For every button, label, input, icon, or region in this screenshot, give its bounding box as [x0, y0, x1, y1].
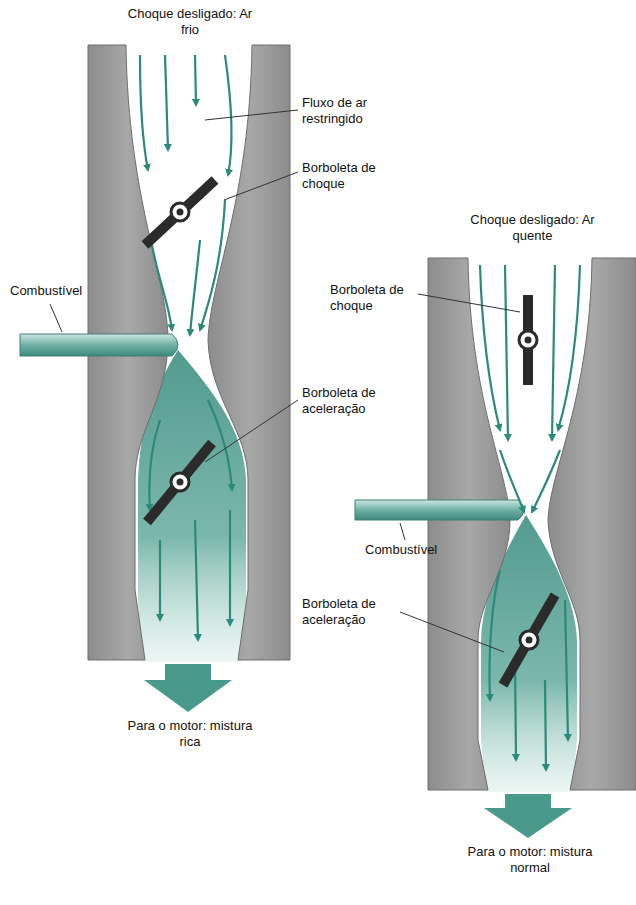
choke-plate [145, 180, 215, 245]
carburetor-wall [428, 258, 510, 790]
state-heading: Choque desligado: Ar quente [465, 212, 600, 244]
choke-plate [523, 295, 533, 385]
part-label: Borboleta de aceleração [302, 596, 398, 628]
carburetor-wall [208, 45, 290, 660]
carburetor-wall [548, 258, 636, 790]
part-label: Borboleta de choque [330, 282, 416, 314]
air-flow-arrows [480, 265, 580, 770]
part-label: Combustível [10, 283, 120, 299]
leader-lines [50, 110, 520, 652]
air-flow-arrows [140, 55, 232, 640]
choke-shaft [519, 331, 537, 349]
choke-shaft [171, 203, 189, 221]
cold-carburetor [20, 45, 290, 712]
state-heading: Choque desligado: Ar frio [125, 6, 255, 38]
throttle-plate [503, 595, 555, 685]
outflow-arrow [144, 664, 232, 712]
fuel-tube [20, 334, 178, 356]
outflow-arrow [484, 794, 572, 838]
part-label: Combustível [365, 542, 475, 558]
fuel-tube [355, 500, 524, 520]
hot-carburetor [355, 258, 636, 838]
part-label: Borboleta de choque [302, 160, 402, 192]
flow-label: Fluxo de ar restringido [302, 95, 402, 127]
output-label: Para o motor: mistura rica [125, 718, 255, 750]
throttle-plate [147, 443, 212, 522]
throttle-shaft [171, 473, 189, 491]
output-label: Para o motor: mistura normal [460, 844, 600, 876]
throttle-shaft [520, 631, 538, 649]
part-label: Borboleta de aceleração [302, 385, 402, 417]
